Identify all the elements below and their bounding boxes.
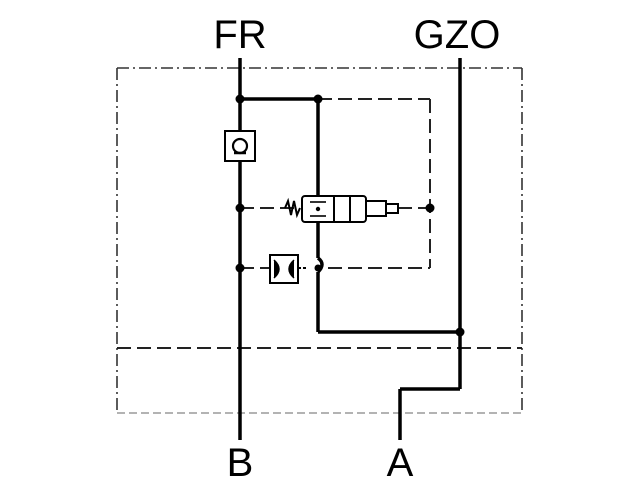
port-label-b: B — [227, 441, 254, 480]
top-branch-line — [240, 97, 320, 196]
solenoid-coil-icon — [365, 200, 399, 217]
spring-icon — [284, 197, 301, 219]
junction-dots — [235, 94, 465, 337]
solenoid-directional-valve-icon — [284, 195, 399, 223]
shuttle-valve-icon — [269, 254, 308, 284]
check-valve-icon — [224, 130, 256, 162]
pilot-lines — [240, 98, 431, 269]
block-boundary — [116, 67, 523, 414]
port-label-gzo: GZO — [414, 13, 501, 57]
port-label-a: A — [387, 441, 414, 480]
return-line — [316, 222, 460, 334]
port-label-fr: FR — [213, 13, 266, 57]
